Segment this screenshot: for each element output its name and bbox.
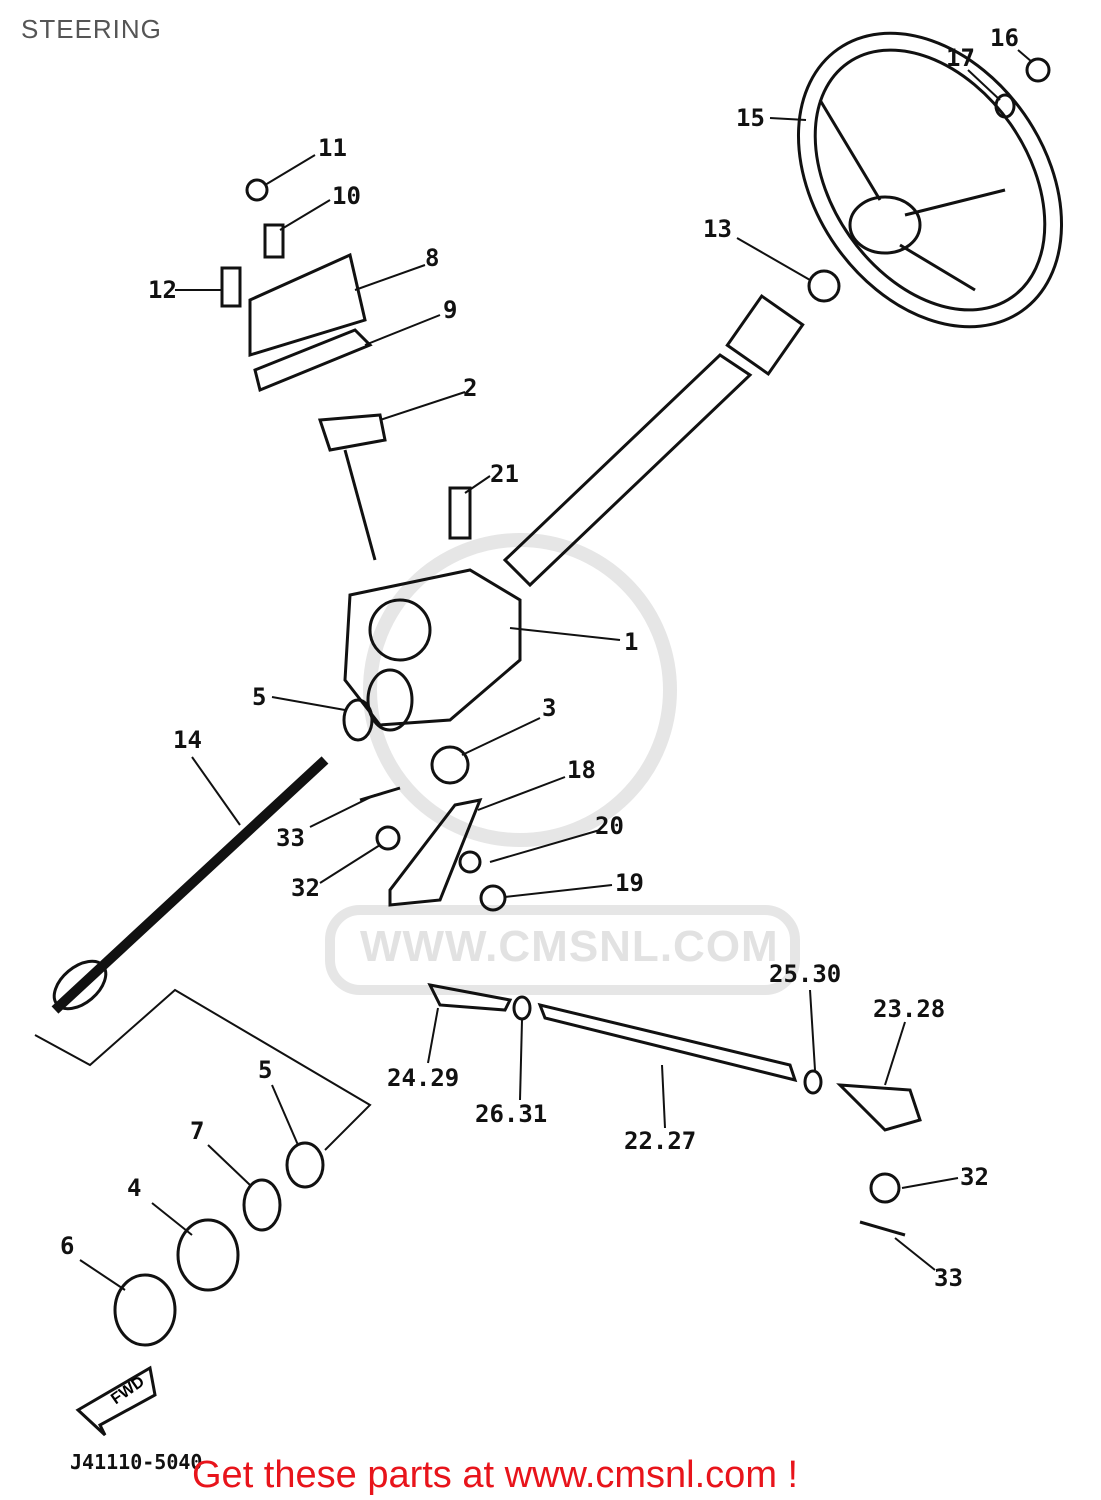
callout-32b: 32 <box>960 1163 989 1191</box>
watermark-text: WWW.CMSNL.COM <box>360 922 779 971</box>
gasket-9 <box>253 328 373 393</box>
callout-20: 20 <box>595 812 624 840</box>
callout-26-31: 26.31 <box>475 1100 548 1128</box>
nut-19 <box>479 884 507 912</box>
bolt-21 <box>448 486 472 540</box>
callout-17: 17 <box>946 44 975 72</box>
callout-9: 9 <box>443 296 458 324</box>
callout-11: 11 <box>318 134 347 162</box>
callout-22-27: 22.27 <box>624 1127 697 1155</box>
tie-rod-end-right <box>836 1083 922 1132</box>
callout-8: 8 <box>425 244 440 272</box>
sector-shaft <box>317 413 387 452</box>
bearing-5 <box>342 698 374 742</box>
steering-wheel <box>796 31 1064 329</box>
nut-16 <box>1025 57 1051 83</box>
callout-13: 13 <box>703 215 732 243</box>
pitman-arm <box>388 797 483 907</box>
callout-16: 16 <box>990 24 1019 52</box>
callout-12: 12 <box>148 276 177 304</box>
worm-shaft <box>51 756 329 1014</box>
steering-column <box>502 353 753 588</box>
tie-rod <box>537 1002 798 1083</box>
callout-24-29: 24.29 <box>387 1064 460 1092</box>
page-title: STEERING <box>21 14 162 44</box>
tie-rod-end-left <box>427 982 513 1012</box>
wheel-hub <box>848 195 922 255</box>
promo-link[interactable]: Get these parts at www.cmsnl.com ! <box>192 1454 799 1496</box>
washer-20 <box>458 850 482 874</box>
nut-32 <box>375 825 401 851</box>
seal-6 <box>113 1273 177 1347</box>
callout-7: 7 <box>190 1117 205 1145</box>
collar-13 <box>807 269 841 303</box>
callout-19: 19 <box>615 869 644 897</box>
callout-33b: 33 <box>934 1264 963 1292</box>
callout-25-30: 25.30 <box>769 960 842 988</box>
gearbox-housing <box>343 568 522 727</box>
callout-18: 18 <box>567 756 596 784</box>
nut-32b <box>869 1172 901 1204</box>
callout-5: 5 <box>252 683 267 711</box>
bearing-3 <box>430 745 470 785</box>
cover-plate-8 <box>248 252 367 358</box>
bearing-5b <box>285 1141 325 1189</box>
diagram-code: J41110-5040 <box>70 1450 203 1474</box>
nut-25 <box>803 1069 823 1095</box>
callout-4: 4 <box>127 1174 142 1202</box>
callout-23-28: 23.28 <box>873 995 946 1023</box>
callout-15: 15 <box>736 104 765 132</box>
callout-14: 14 <box>173 726 202 754</box>
screw-10 <box>263 223 285 259</box>
seal-7 <box>242 1178 282 1232</box>
fwd-arrow-icon <box>75 1365 157 1437</box>
callout-32: 32 <box>291 874 320 902</box>
callout-1: 1 <box>624 628 639 656</box>
callout-3: 3 <box>542 694 557 722</box>
bushing <box>725 293 805 377</box>
callout-2: 2 <box>463 374 478 402</box>
callout-5b: 5 <box>258 1056 273 1084</box>
callout-21: 21 <box>490 460 519 488</box>
callout-10: 10 <box>332 182 361 210</box>
washer-17 <box>994 93 1016 119</box>
adjuster-4 <box>176 1218 240 1292</box>
nut-11 <box>245 178 269 202</box>
callout-6: 6 <box>60 1232 75 1260</box>
callout-33: 33 <box>276 824 305 852</box>
nut-26 <box>512 995 532 1021</box>
bolt-12 <box>220 266 242 308</box>
